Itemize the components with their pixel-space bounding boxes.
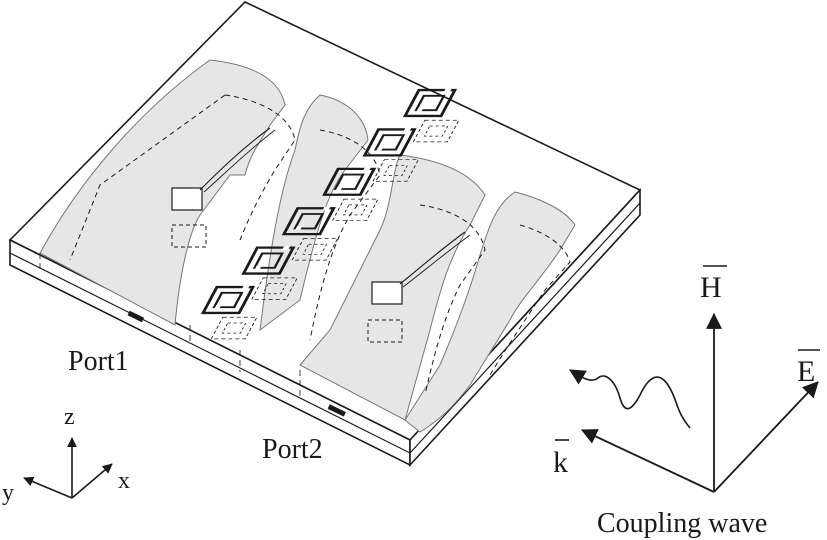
port1-marker: [127, 310, 145, 323]
wave-squiggle: [569, 369, 691, 429]
h-field-label: H: [700, 271, 722, 304]
srr-outer-gap: [241, 285, 250, 290]
srr-resonator: [362, 127, 420, 182]
coupling-wave-label: Coupling wave: [597, 508, 767, 539]
srr-inner-ring: [212, 291, 244, 309]
left-feed-line: [199, 127, 271, 191]
hidden-outline: [419, 204, 486, 396]
srr-inner-gap: [254, 265, 262, 270]
srr-resonator: [281, 206, 339, 261]
substrate-layer-line: [409, 202, 641, 454]
right-feed-line-2: [402, 234, 471, 288]
srr-outer-gap: [282, 246, 291, 250]
axis-y-arrow: [23, 476, 73, 499]
axis-x-arrow: [71, 463, 113, 499]
srr-outer-ring: [241, 246, 296, 275]
srr-resonator: [402, 88, 460, 143]
left-patch-shape: [39, 59, 286, 326]
left-patch: [39, 59, 286, 326]
srr-outer-gap: [443, 88, 452, 93]
port1-label: Port1: [68, 346, 129, 377]
srr-inner-ring: [252, 252, 285, 269]
port2-marker: [327, 404, 346, 417]
srr-outer-ring: [322, 167, 377, 196]
edge-guides: [39, 253, 301, 398]
axis-x-label: x: [118, 468, 130, 494]
srr-inner-ring: [373, 134, 406, 151]
srr-outer-ring: [362, 128, 417, 157]
srr-inner-gap: [335, 186, 343, 191]
srr-inner-gap: [295, 226, 303, 230]
srr-resonator: [200, 285, 258, 340]
k-vector-arrow: [580, 429, 715, 493]
srr-chain: [200, 88, 460, 340]
center-patch-shape: [259, 94, 369, 332]
srr-outer-gap: [362, 167, 371, 172]
srr-outer-ring: [200, 285, 256, 315]
e-field-arrow: [713, 381, 819, 493]
hidden-outline: [224, 94, 296, 241]
hidden-outline: [489, 224, 571, 376]
left-feed-line-2: [203, 129, 276, 193]
srr-inner-ring: [293, 213, 325, 230]
substrate-layer-line: [9, 252, 411, 454]
right-pad-ghost: [367, 319, 403, 343]
srr-backside-ring: [291, 238, 339, 261]
srr-inner-gap: [416, 108, 424, 112]
field-vectors: [580, 312, 819, 493]
srr-inner-ring: [333, 173, 365, 190]
hidden-outline: [69, 94, 226, 261]
srr-backside-ring: [331, 198, 379, 222]
left-pad-ghost: [171, 224, 207, 248]
right-patch: [367, 191, 576, 433]
right-feed-line: [399, 231, 466, 285]
srr-inner-gap: [214, 305, 222, 309]
srr-outer-gap: [322, 206, 331, 211]
axis-z-label: z: [64, 404, 75, 430]
srr-inner-gap: [376, 147, 383, 152]
coordinate-axes: [23, 437, 113, 499]
right-patch-shape: [404, 191, 576, 433]
srr-outer-gap: [403, 127, 412, 132]
srr-inner-ring: [414, 94, 446, 112]
port2-label: Port2: [262, 434, 323, 465]
srr-backside-ring: [412, 119, 460, 143]
axis-y-label: y: [2, 480, 14, 506]
srr-backside-ring: [372, 159, 420, 182]
srr-outer-ring: [402, 88, 458, 118]
k-vector-label: k: [553, 446, 568, 479]
right-feed-pad: [371, 281, 403, 305]
srr-outer-ring: [281, 207, 336, 236]
e-field-label: E: [797, 355, 815, 388]
left-feed-pad: [171, 187, 203, 211]
